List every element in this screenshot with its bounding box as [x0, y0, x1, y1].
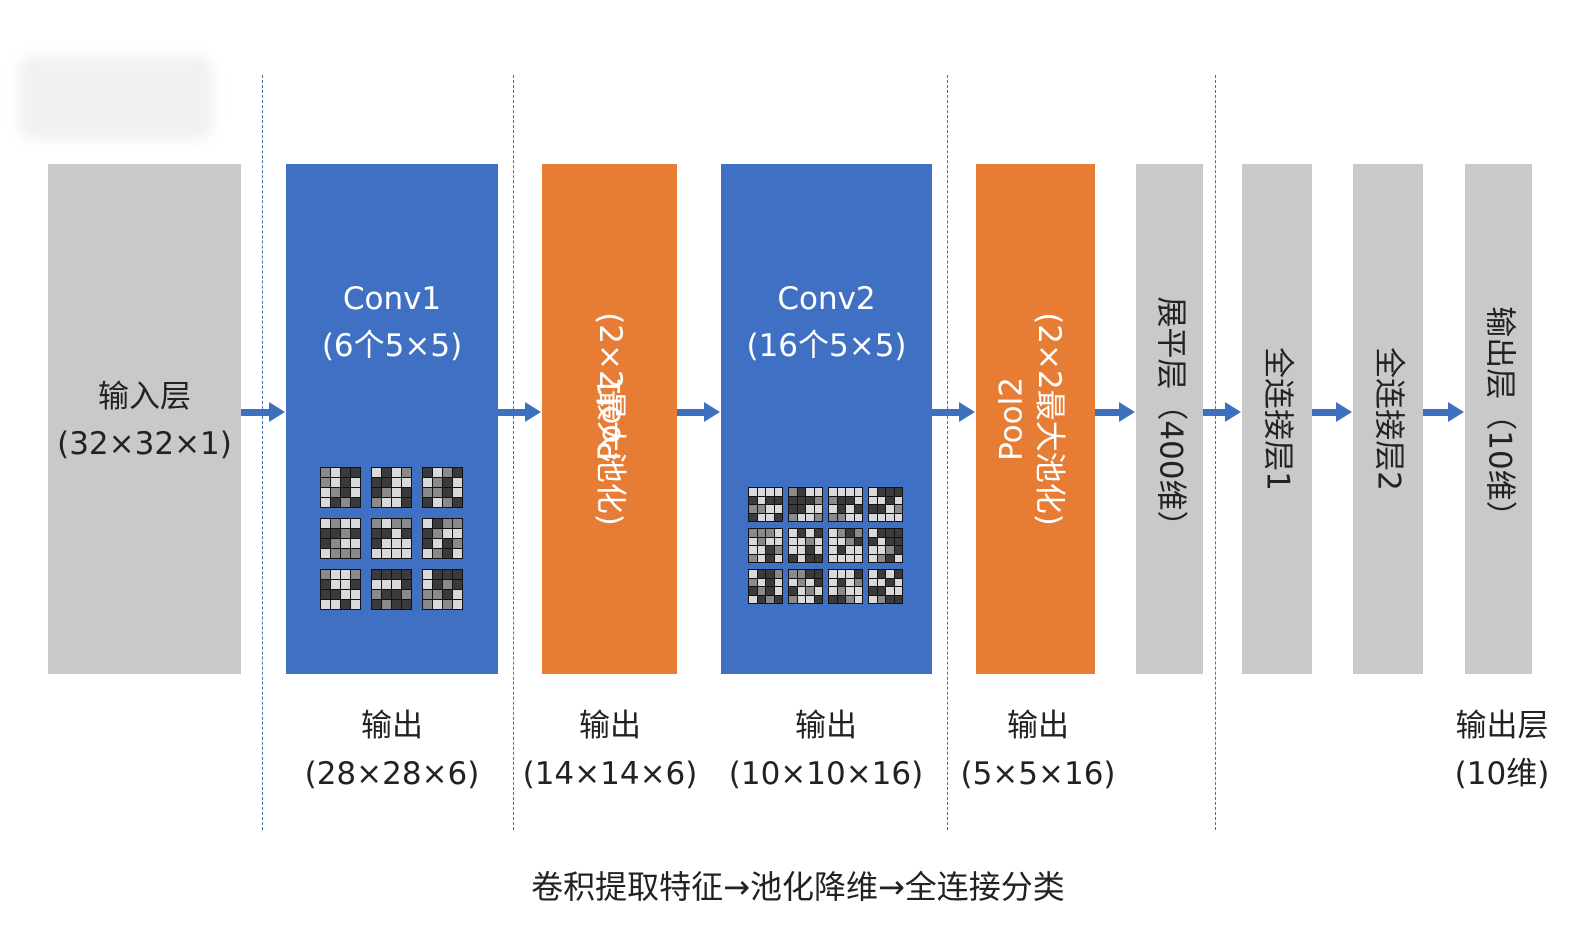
conv2-title: Conv2	[777, 281, 876, 317]
output-label-title: 输出	[579, 708, 641, 744]
kernel-thumbnail	[422, 518, 463, 559]
output-label-title: 输出	[361, 708, 423, 744]
flow-arrow	[1312, 402, 1352, 422]
blurred-watermark	[18, 55, 213, 140]
stage-separator	[947, 75, 948, 830]
flow-arrow	[1095, 402, 1135, 422]
kernel-thumbnail	[320, 467, 361, 508]
input-layer-title: 输入层	[98, 379, 191, 415]
diagram-caption: 卷积提取特征→池化降维→全连接分类	[531, 868, 1065, 906]
kernel-thumbnail	[371, 467, 412, 508]
kernel-thumbnail	[868, 528, 903, 563]
flow-arrow	[1423, 402, 1464, 422]
output-label-shape: (28×28×6)	[304, 756, 480, 792]
kernel-thumbnail	[320, 569, 361, 610]
kernel-thumbnail	[371, 569, 412, 610]
kernel-thumbnail	[828, 487, 863, 522]
stage-separator	[262, 75, 263, 830]
pool2-block	[976, 164, 1095, 674]
output-label-shape: (10×10×16)	[728, 756, 924, 792]
conv1-title: Conv1	[342, 281, 442, 317]
kernel-thumbnail	[788, 487, 823, 522]
fc2-block: 全连接层2	[1353, 164, 1423, 674]
kernel-thumbnail	[748, 569, 783, 604]
pool1-text-wrap: (2×2最大池化)	[542, 164, 677, 674]
output-label-title: 输出层	[1455, 708, 1549, 744]
kernel-thumbnail	[422, 569, 463, 610]
output-label-pool1: 输出 (14×14×6)	[510, 702, 710, 798]
kernel-thumbnail	[788, 528, 823, 563]
stage-separator	[1215, 75, 1216, 830]
pool2-text-wrap: (2×2最大池化) Pool2	[976, 164, 1095, 674]
flow-arrow	[932, 402, 975, 422]
fc1-block: 全连接层1	[1242, 164, 1312, 674]
conv1-block: Conv1 (6个5×5)	[286, 164, 498, 674]
input-layer-block: 输入层 (32×32×1)	[48, 164, 241, 674]
flatten-layer-block: 展平层（400维）	[1136, 164, 1203, 674]
flow-arrow	[1203, 402, 1241, 422]
output-label-pool2: 输出 (5×5×16)	[948, 702, 1128, 798]
output-layer-block: 输出层（10维）	[1465, 164, 1532, 674]
kernel-thumbnail	[371, 518, 412, 559]
fc2-label: 全连接层2	[1370, 347, 1407, 491]
kernel-thumbnail	[422, 467, 463, 508]
kernel-thumbnail	[868, 487, 903, 522]
output-label-title: 输出	[1007, 708, 1069, 744]
output-label-shape: (10维)	[1454, 756, 1550, 792]
output-label-shape: (5×5×16)	[960, 756, 1116, 792]
conv2-spec: (16个5×5)	[746, 328, 907, 364]
flow-arrow	[498, 402, 541, 422]
kernel-thumbnail	[748, 487, 783, 522]
flatten-layer-label: 展平层（400维）	[1151, 296, 1188, 542]
pool1-block: Pool1	[542, 164, 677, 674]
flow-arrow	[677, 402, 720, 422]
stage-separator	[513, 75, 514, 830]
pool2-title: Pool2	[993, 377, 1030, 461]
output-label-conv2: 输出 (10×10×16)	[716, 702, 936, 798]
flow-arrow	[241, 402, 285, 422]
kernel-thumbnail	[868, 569, 903, 604]
fc1-label: 全连接层1	[1259, 347, 1296, 491]
output-label-conv1: 输出 (28×28×6)	[292, 702, 492, 798]
kernel-thumbnail	[828, 528, 863, 563]
kernel-thumbnail	[788, 569, 823, 604]
kernel-thumbnail	[748, 528, 783, 563]
output-label-final: 输出层 (10维)	[1432, 702, 1572, 798]
output-label-title: 输出	[795, 708, 857, 744]
kernel-thumbnail	[320, 518, 361, 559]
conv1-spec: (6个5×5)	[321, 328, 463, 364]
input-layer-shape: (32×32×1)	[57, 426, 232, 462]
output-label-shape: (14×14×6)	[522, 756, 698, 792]
kernel-thumbnail	[828, 569, 863, 604]
pool1-spec: (2×2最大池化)	[591, 312, 628, 526]
output-layer-label: 输出层（10维）	[1480, 306, 1517, 532]
conv2-block: Conv2 (16个5×5)	[721, 164, 932, 674]
pool2-spec: (2×2最大池化)	[1031, 312, 1067, 526]
